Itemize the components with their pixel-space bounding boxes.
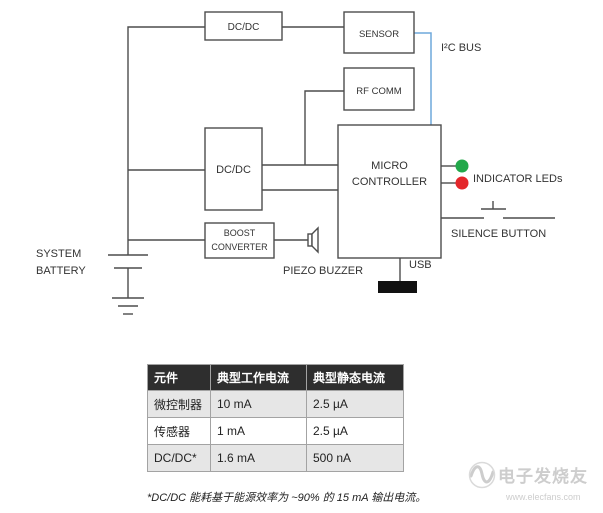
i2c-bus-line: [414, 32, 432, 125]
table-row: 微控制器 10 mA 2.5 µA: [147, 390, 404, 418]
system-battery-label-line1: SYSTEM: [36, 248, 81, 260]
table-cell: 1.6 mA: [210, 444, 307, 472]
table-cell: 1 mA: [210, 417, 307, 445]
system-battery-label-line2: BATTERY: [36, 265, 86, 277]
usb-label: USB: [409, 259, 432, 271]
table-cell: 2.5 µA: [306, 417, 404, 445]
usb-connector-block: [378, 281, 417, 293]
table-cell: 微控制器: [147, 390, 211, 418]
ground-symbol: [112, 297, 144, 315]
indicator-leds-label: INDICATOR LEDs: [473, 173, 563, 185]
rf-comm-label: RF COMM: [356, 86, 401, 97]
microcontroller-label-line2: CONTROLLER: [352, 176, 427, 188]
elecfans-logo-icon: [468, 461, 496, 489]
block-diagram: DC/DC SENSOR RF COMM DC/DC MICRO CONTROL…: [36, 11, 563, 315]
table-cell: 传感器: [147, 417, 211, 445]
table-footnote: *DC/DC 能耗基于能源效率为 ~90% 的 15 mA 输出电流。: [147, 492, 427, 504]
dcdc-top-block: DC/DC: [204, 11, 283, 41]
led-green-symbol: [455, 159, 469, 173]
boost-converter-block: BOOST CONVERTER: [204, 222, 275, 259]
table-cell: DC/DC*: [147, 444, 211, 472]
microcontroller-label-line1: MICRO: [371, 160, 408, 172]
i2c-bus-label: I²C BUS: [441, 42, 481, 54]
table-cell: 10 mA: [210, 390, 307, 418]
boost-converter-label-line2: CONVERTER: [211, 242, 268, 252]
piezo-buzzer-label: PIEZO BUZZER: [283, 265, 363, 277]
piezo-buzzer-horn: [311, 226, 319, 254]
current-consumption-table: 元件 典型工作电流 典型静态电流 微控制器 10 mA 2.5 µA 传感器 1…: [147, 364, 404, 472]
boost-converter-box: [204, 222, 275, 259]
sensor-box: [343, 11, 415, 54]
wire-to-rf-comm: [304, 90, 344, 165]
wiring: [127, 26, 456, 281]
silence-button-label: SILENCE BUTTON: [451, 228, 546, 240]
table-cell: 2.5 µA: [306, 390, 404, 418]
microcontroller-block: MICRO CONTROLLER: [337, 124, 442, 259]
battery-symbol: [108, 254, 148, 298]
dcdc-top-box: [204, 11, 283, 41]
dcdc-main-label: DC/DC: [216, 164, 251, 176]
dcdc-top-label: DC/DC: [228, 22, 260, 33]
table-row: DC/DC* 1.6 mA 500 nA: [147, 444, 404, 472]
rf-comm-box: [343, 67, 415, 111]
led-red-symbol: [455, 176, 469, 190]
rf-comm-block: RF COMM: [343, 67, 415, 111]
boost-converter-label-line1: BOOST: [224, 228, 256, 238]
dcdc-main-box: [204, 127, 263, 211]
wire-battery-rail: [127, 26, 205, 255]
silence-button-symbol: [441, 201, 555, 219]
header-typical-operating-current: 典型工作电流: [210, 364, 307, 391]
table-header-row: 元件 典型工作电流 典型静态电流: [147, 364, 404, 391]
watermark-name: 电子发烧友: [498, 467, 588, 486]
table-row: 传感器 1 mA 2.5 µA: [147, 417, 404, 445]
header-typical-quiescent-current: 典型静态电流: [306, 364, 404, 391]
piezo-buzzer-symbol: [307, 226, 319, 254]
table-cell: 500 nA: [306, 444, 404, 472]
sensor-label: SENSOR: [359, 29, 399, 40]
header-component: 元件: [147, 364, 211, 391]
microcontroller-box: [337, 124, 442, 259]
sensor-block: SENSOR: [343, 11, 415, 54]
dcdc-main-block: DC/DC: [204, 127, 263, 211]
